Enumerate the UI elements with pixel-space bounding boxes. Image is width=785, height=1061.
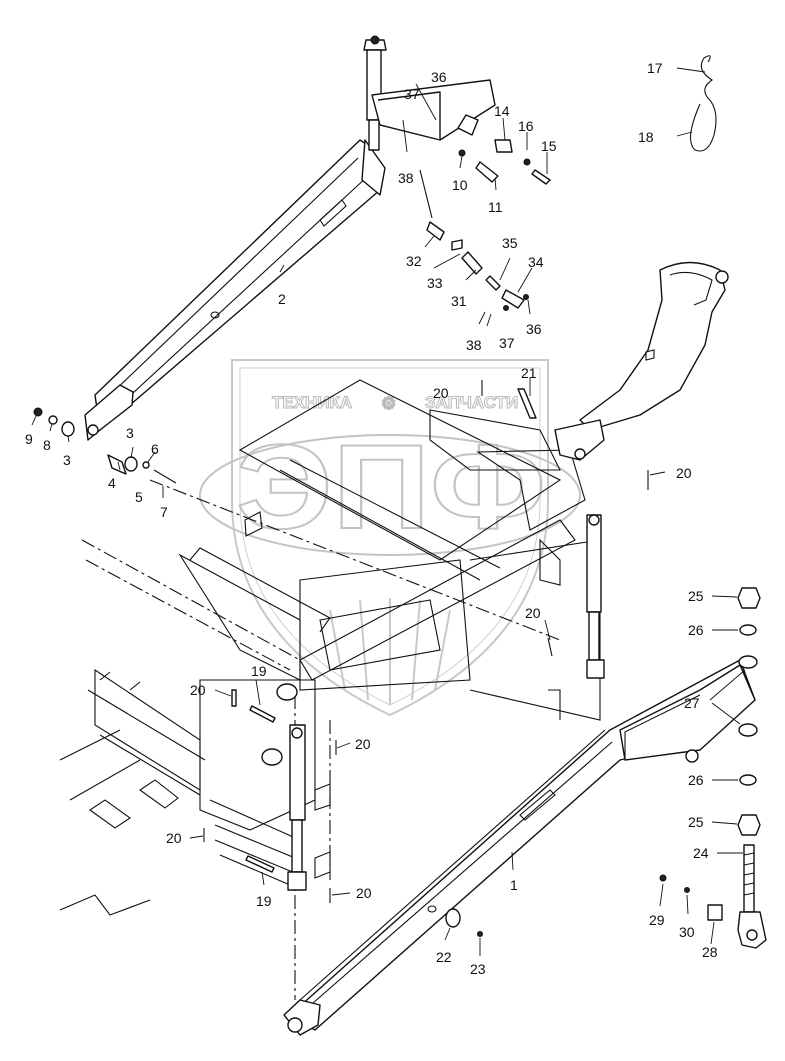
watermark-emblem-letters: ЭПФ <box>236 420 546 554</box>
adjusting-link <box>445 587 767 949</box>
watermark-oval <box>199 434 581 556</box>
callout-2: 2 <box>278 291 286 307</box>
pins <box>203 380 649 903</box>
callout-14: 14 <box>494 103 510 119</box>
callout-8: 8 <box>43 437 51 453</box>
callout-37-a: 37 <box>404 86 420 102</box>
callout-32: 32 <box>406 253 422 269</box>
callout-5: 5 <box>135 489 143 505</box>
callout-19-a: 19 <box>251 663 267 679</box>
lower-lift-arm <box>283 659 756 1036</box>
callout-15: 15 <box>541 138 557 154</box>
callout-38-a: 38 <box>398 170 414 186</box>
callout-26-b: 26 <box>688 772 704 788</box>
callout-3-a: 3 <box>63 452 71 468</box>
callout-26-a: 26 <box>688 622 704 638</box>
callout-20-c: 20 <box>525 605 541 621</box>
upper-lift-arm <box>84 35 496 441</box>
watermark-gear-icon: ⚙ <box>381 394 396 413</box>
callout-25-a: 25 <box>688 588 704 604</box>
callout-11: 11 <box>488 199 503 215</box>
callout-labels: 1 2 3 3 4 5 6 7 8 9 10 11 14 15 16 17 18… <box>25 60 718 977</box>
watermark-left-word: ТЕХНИКА <box>272 393 352 412</box>
callout-4: 4 <box>108 475 116 491</box>
callout-36-a: 36 <box>431 69 447 85</box>
callout-16: 16 <box>518 118 534 134</box>
callout-20-e: 20 <box>355 736 371 752</box>
callout-18: 18 <box>638 129 654 145</box>
hardware-left <box>33 407 177 484</box>
spring-clip <box>689 55 717 152</box>
callout-30: 30 <box>679 924 695 940</box>
callout-36-b: 36 <box>526 321 542 337</box>
callout-17: 17 <box>647 60 663 76</box>
leader-lines <box>31 67 746 956</box>
callout-9: 9 <box>25 431 33 447</box>
callout-37-b: 37 <box>499 335 515 351</box>
callout-35: 35 <box>502 235 518 251</box>
callout-6: 6 <box>151 441 159 457</box>
callout-20-d: 20 <box>190 682 206 698</box>
watermark: ТЕХНИКА ⚙ ЗАПЧАСТИ ЭПФ <box>199 359 581 717</box>
callout-20-g: 20 <box>356 885 372 901</box>
callout-25-b: 25 <box>688 814 704 830</box>
callout-10: 10 <box>452 177 468 193</box>
watermark-right-word: ЗАПЧАСТИ <box>425 393 518 412</box>
watermark-wheat-icon <box>329 598 451 705</box>
callout-27: 27 <box>684 695 700 711</box>
callout-19-b: 19 <box>256 893 272 909</box>
pin-assembly <box>458 139 551 185</box>
callout-23: 23 <box>470 961 486 977</box>
callout-20-f: 20 <box>166 830 182 846</box>
callout-22: 22 <box>436 949 452 965</box>
turnbuckle-chain <box>419 169 529 327</box>
callout-21: 21 <box>521 365 537 381</box>
callout-31: 31 <box>451 293 467 309</box>
callout-3-b: 3 <box>126 425 134 441</box>
callout-7: 7 <box>160 504 168 520</box>
right-hanger-arm <box>554 261 729 461</box>
callout-29: 29 <box>649 912 665 928</box>
callout-38-b: 38 <box>466 337 482 353</box>
callout-28: 28 <box>702 944 718 960</box>
callout-20-a: 20 <box>433 385 449 401</box>
hydraulic-cylinders <box>287 514 605 891</box>
callout-33: 33 <box>427 275 443 291</box>
callout-20-b: 20 <box>676 465 692 481</box>
callout-1: 1 <box>510 877 518 893</box>
callout-24: 24 <box>693 845 709 861</box>
callout-34: 34 <box>528 254 544 270</box>
